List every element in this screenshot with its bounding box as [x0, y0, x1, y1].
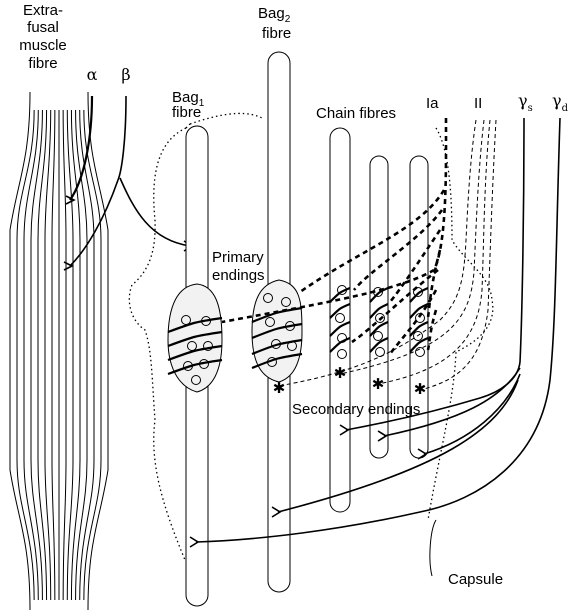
svg-text:Primary: Primary: [212, 249, 264, 266]
muscle-striation: [67, 110, 73, 600]
chain-fibres-label: Chain fibres: [316, 105, 396, 122]
ia-label: Ia: [426, 95, 439, 112]
capsule-pointer: [430, 520, 436, 576]
svg-text:muscle: muscle: [19, 37, 67, 54]
gamma-s-label: γs: [518, 91, 533, 114]
secondary-ending-marker: ✱: [372, 376, 385, 393]
ii-label: II: [474, 95, 482, 112]
muscle-striation: [76, 110, 87, 600]
extrafusal-label: Extra- fusal muscle fibre: [19, 2, 67, 72]
secondary-ending-marker: ✱: [334, 365, 347, 382]
bag1-label: Bag1 fibre: [172, 89, 205, 121]
extrafusal-muscle-fibre: [10, 92, 108, 610]
muscle-striation: [45, 110, 51, 600]
gamma-d-label: γd: [552, 91, 569, 114]
muscle-striation: [52, 110, 55, 600]
beta-axon-branch: [120, 178, 190, 246]
svg-text:Extra-: Extra-: [23, 2, 63, 19]
chain-fibre-1: [330, 128, 350, 512]
muscle-striation: [31, 110, 42, 600]
svg-text:Bag2: Bag2: [258, 5, 291, 25]
bag2-label: Bag2 fibre: [258, 5, 291, 42]
secondary-ending-marker: ✱: [273, 380, 286, 397]
svg-text:endings: endings: [212, 267, 265, 284]
svg-text:fibre: fibre: [28, 55, 57, 72]
primary-endings-label: Primary endings: [212, 249, 265, 284]
secondary-endings-label: Secondary endings: [292, 401, 420, 418]
muscle-striation: [63, 110, 66, 600]
beta-label: β: [121, 65, 130, 84]
svg-text:fibre: fibre: [262, 25, 291, 42]
secondary-ending-marker: ✱: [414, 381, 427, 398]
alpha-label: α: [87, 65, 98, 84]
svg-text:fibre: fibre: [172, 104, 201, 121]
svg-text:fusal: fusal: [27, 19, 59, 36]
bag1-fibre: [168, 126, 222, 606]
capsule-label: Capsule: [448, 571, 503, 588]
